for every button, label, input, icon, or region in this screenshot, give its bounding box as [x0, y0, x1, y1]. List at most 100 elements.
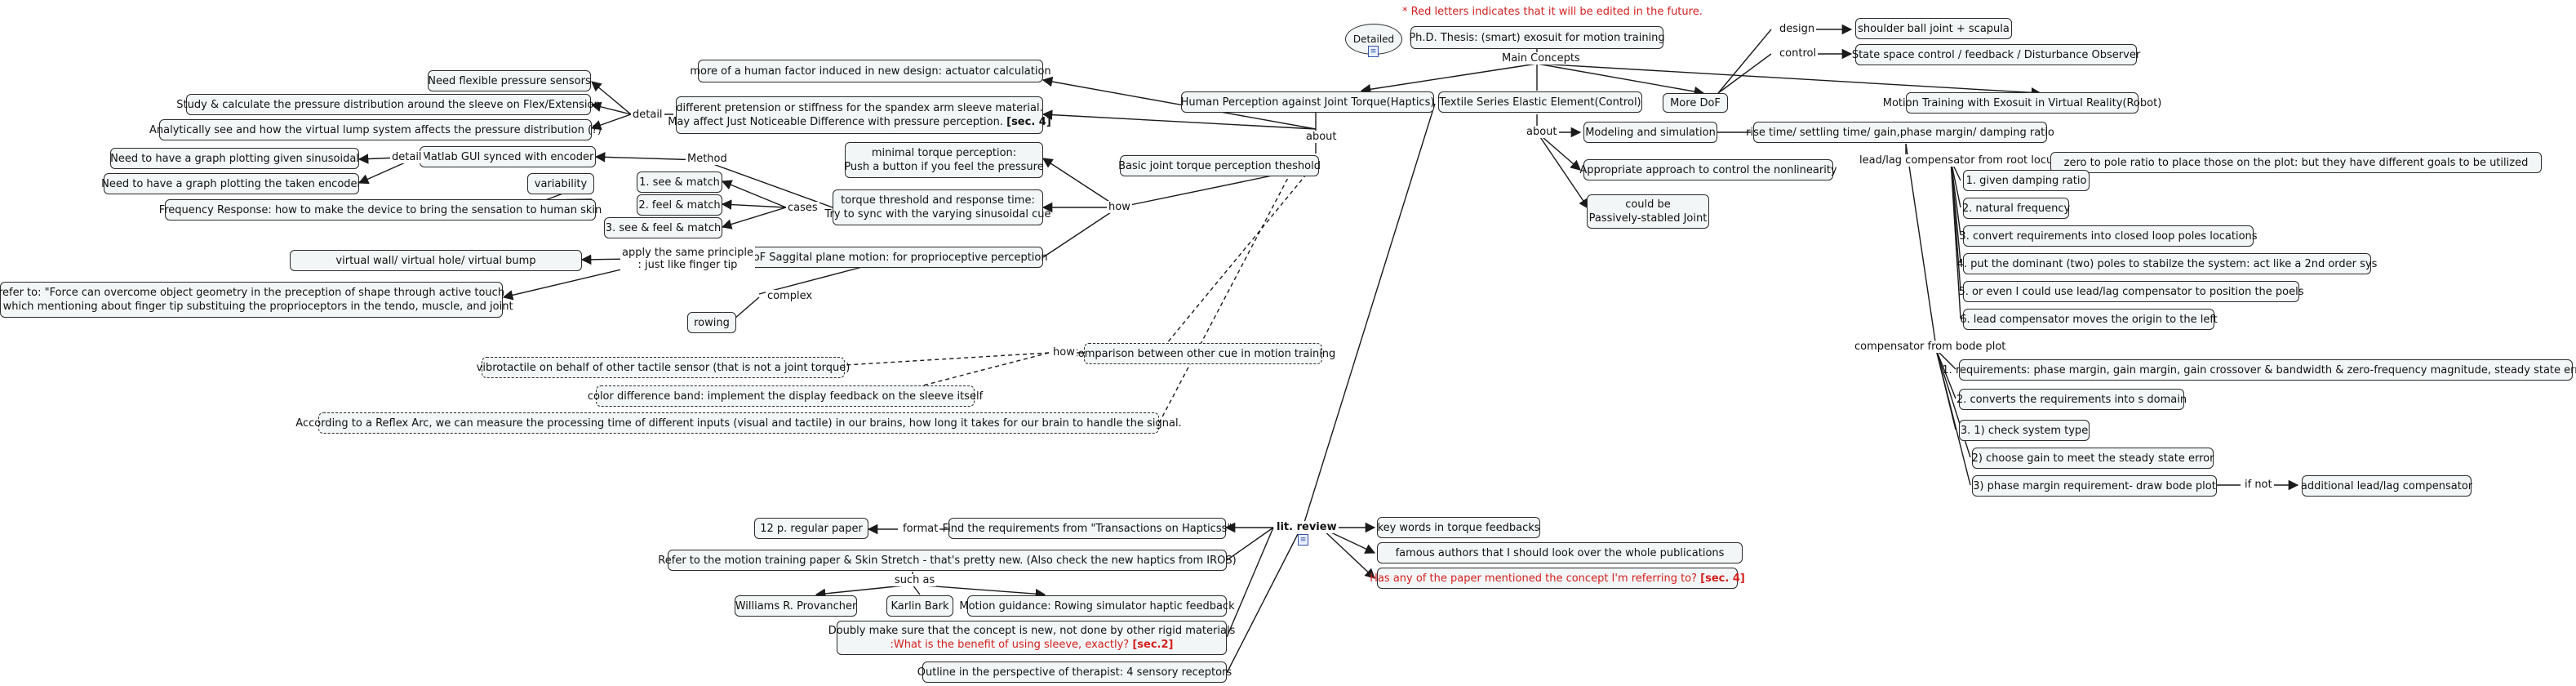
approach-node[interactable]: Appropriate approach to control the nonl… [1579, 159, 1837, 180]
passive-node[interactable]: could be Passively-stabled Joint [1587, 194, 1709, 229]
bp1-node[interactable]: 1. requirements: phase margin, gain marg… [1942, 359, 2576, 381]
case1-label: 1. see & match [639, 176, 720, 189]
method-label: Method [686, 153, 729, 165]
color-band-node[interactable]: color difference band: implement the dis… [588, 385, 983, 407]
threshold-line-1: torque threshold and response time: [841, 194, 1035, 207]
refer-motion-label: Refer to the motion training paper & Ski… [658, 554, 1237, 567]
rowing-node[interactable]: rowing [687, 312, 736, 333]
need-flex-node[interactable]: Need flexible pressure sensors [428, 70, 591, 91]
freq-resp-node[interactable]: Frequency Response: how to make the devi… [159, 199, 602, 220]
bp1-label: 1. requirements: phase margin, gain marg… [1942, 363, 2576, 376]
how2-label: how [1051, 346, 1077, 359]
refer-node[interactable]: refer to: "Force can overcome object geo… [0, 282, 513, 318]
human-perception-node[interactable]: Human Perception against Joint Torque(Ha… [1181, 91, 1434, 113]
famous-node[interactable]: famous authors that I should look over t… [1377, 542, 1743, 564]
refer-motion-node[interactable]: Refer to the motion training paper & Ski… [658, 550, 1237, 571]
bp3-node[interactable]: 3. 1) check system type [1959, 420, 2090, 441]
study-calc-label: Study & calculate the pressure distribut… [176, 98, 601, 111]
matlab-label: Matlab GUI synced with encoder [421, 150, 594, 163]
textile-label: Textile Series Elastic Element(Control) [1439, 96, 1641, 109]
bp2-node[interactable]: 2. converts the requirements into s doma… [1956, 389, 2187, 410]
rl5-label: 5. or even I could use lead/lag compensa… [1958, 285, 2304, 298]
motion-training-vr-label: Motion Training with Exosuit in Virtual … [1882, 96, 2162, 109]
human-factor-node[interactable]: more of a human factor induced in new de… [690, 60, 1051, 82]
analytic-label: Analytically see and how the virtual lum… [149, 123, 602, 136]
saggital-node[interactable]: 3DoF Saggital plane motion: for proprioc… [738, 247, 1048, 268]
study-calc-node[interactable]: Study & calculate the pressure distribut… [176, 94, 601, 115]
zero-pole-label: zero to pole ratio to place those on the… [2063, 156, 2529, 169]
shoulder-node[interactable]: shoulder ball joint + scapula [1855, 18, 2012, 39]
bp4-node[interactable]: 2) choose gain to meet the steady state … [1972, 448, 2214, 469]
torque-threshold-node[interactable]: torque threshold and response time: Try … [824, 189, 1051, 225]
comparison-node[interactable]: Comparison between other cue in motion t… [1071, 343, 1335, 364]
thesis-node[interactable]: Ph.D. Thesis: (smart) exosuit for motion… [1409, 26, 1665, 49]
human-perception-label: Human Perception against Joint Torque(Ha… [1180, 96, 1435, 109]
motion-guidance-node[interactable]: Motion guidance: Rowing simulator haptic… [959, 595, 1235, 617]
additional-node[interactable]: additional lead/lag compensator [2301, 475, 2472, 497]
doubly-line-2: :What is the benefit of using sleeve, ex… [890, 639, 1130, 651]
document-icon[interactable]: ≡ [1368, 46, 1379, 57]
more-dof-node[interactable]: More DoF [1663, 93, 1728, 113]
case3-label: 3. see & feel & match [605, 221, 722, 234]
zero-pole-node[interactable]: zero to pole ratio to place those on the… [2050, 152, 2542, 173]
keywords-label: key words in torque feedbacks [1377, 521, 1540, 534]
lit-review-title[interactable]: lit. review [1275, 521, 1339, 533]
refer-line-2: In which mentioning about finger tip sub… [0, 301, 513, 313]
doubly-node[interactable]: Doubly make sure that the concept is new… [828, 621, 1235, 655]
find-req-node[interactable]: Find the requirements from "Transactions… [943, 518, 1232, 539]
rl2-node[interactable]: 2. natural frequency [1961, 198, 2071, 219]
case2-node[interactable]: 2. feel & match [637, 194, 722, 216]
minimal-line-1: minimal torque perception: [871, 147, 1017, 159]
outline-label: Outline in the perspective of therapist:… [917, 666, 1232, 679]
outline-node[interactable]: Outline in the perspective of therapist:… [917, 662, 1232, 683]
graph-enc-label: Need to have a graph plotting the taken … [101, 177, 362, 190]
virtual-wall-node[interactable]: virtual wall/ virtual hole/ virtual bump [290, 250, 582, 271]
rl4-node[interactable]: 4. put the dominant (two) poles to stabi… [1957, 253, 2377, 274]
modeling-node[interactable]: Modeling and simulation [1583, 122, 1717, 143]
case3-node[interactable]: 3. see & feel & match [604, 217, 722, 238]
williams-node[interactable]: Williams R. Provancher [735, 595, 857, 617]
more-dof-label: More DoF [1670, 96, 1721, 109]
bode-label: compensator from bode plot [1853, 341, 2008, 353]
regular-paper-label: 12 p. regular paper [760, 522, 863, 535]
rl5-node[interactable]: 5. or even I could use lead/lag compensa… [1958, 281, 2304, 302]
vibro-node[interactable]: vibrotactile on behalf of other tactile … [477, 357, 850, 378]
famous-label: famous authors that I should look over t… [1395, 546, 1725, 559]
leadlag-label: lead/lag compensator from root locus [1858, 154, 2060, 167]
williams-label: Williams R. Provancher [735, 599, 857, 612]
case1-node[interactable]: 1. see & match [637, 172, 722, 193]
rl1-node[interactable]: 1. given damping ratio [1963, 170, 2090, 191]
apply-line-2: : just like finger tip [637, 259, 738, 271]
motion-training-vr-node[interactable]: Motion Training with Exosuit in Virtual … [1883, 92, 2161, 114]
rl6-node[interactable]: 6. lead compensator moves the origin to … [1960, 309, 2218, 330]
rise-time-node[interactable]: rise time/ settling time/ gain,phase mar… [1746, 122, 2054, 143]
bp5-node[interactable]: 3) phase margin requirement- draw bode p… [1972, 475, 2217, 497]
state-space-node[interactable]: State space control / feedback / Disturb… [1852, 44, 2140, 65]
rl2-label: 2. natural frequency [1961, 202, 2071, 215]
karlin-label: Karlin Bark [890, 599, 949, 612]
bp2-label: 2. converts the requirements into s doma… [1956, 393, 2187, 406]
regular-paper-node[interactable]: 12 p. regular paper [754, 518, 868, 539]
keywords-node[interactable]: key words in torque feedbacks [1377, 517, 1540, 538]
minimal-torque-node[interactable]: minimal torque perception: Push a button… [844, 142, 1044, 178]
graph-sin-label: Need to have a graph plotting given sinu… [110, 152, 359, 165]
variability-node[interactable]: variability [527, 173, 594, 194]
basic-joint-node[interactable]: Basic joint torque perception theshold [1118, 155, 1321, 176]
lit-document-icon[interactable]: ≡ [1298, 534, 1308, 546]
has-any-label: Has any of the paper mentioned the conce… [1370, 572, 1698, 585]
pretension-node[interactable]: different pretension or stiffness for th… [668, 96, 1051, 134]
detail2-label: detail [390, 151, 424, 163]
haptics-about-label: about [1304, 131, 1339, 143]
analytic-node[interactable]: Analytically see and how the virtual lum… [149, 119, 602, 140]
graph-sin-node[interactable]: Need to have a graph plotting given sinu… [110, 148, 359, 169]
graph-enc-node[interactable]: Need to have a graph plotting the taken … [101, 173, 362, 194]
matlab-node[interactable]: Matlab GUI synced with encoder [420, 146, 596, 167]
has-any-node[interactable]: Has any of the paper mentioned the conce… [1370, 568, 1745, 589]
textile-node[interactable]: Textile Series Elastic Element(Control) [1438, 91, 1642, 113]
reflex-node[interactable]: According to a Reflex Arc, we can measur… [295, 412, 1182, 434]
haptics-how-label: how [1107, 201, 1132, 213]
case2-label: 2. feel & match [638, 198, 721, 212]
rl3-node[interactable]: 3. convert requirements into closed loop… [1959, 225, 2258, 247]
passive-line-2: Passively-stabled Joint [1588, 212, 1708, 225]
karlin-node[interactable]: Karlin Bark [886, 595, 953, 617]
